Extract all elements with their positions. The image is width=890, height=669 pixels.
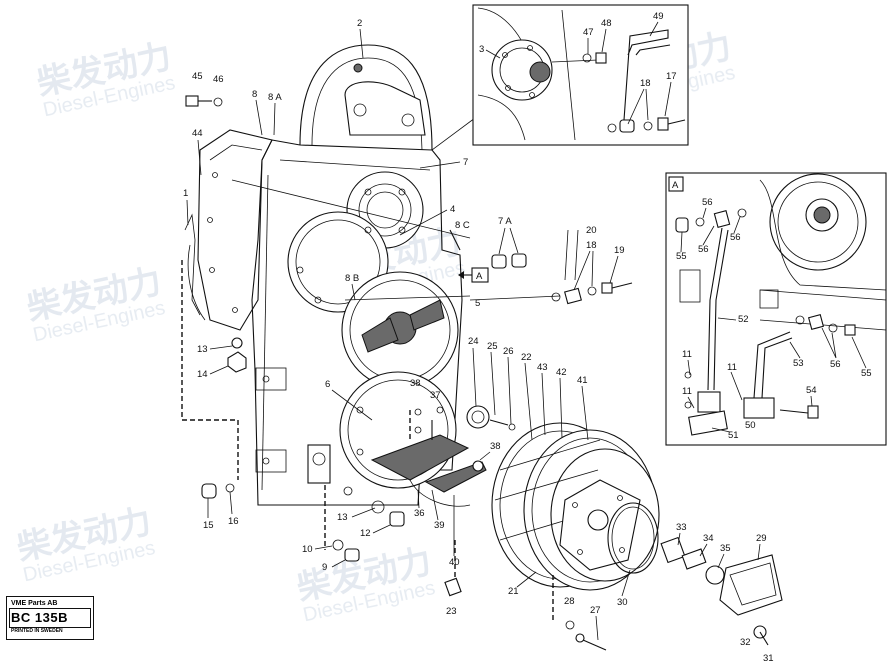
ref-marker-a: A [458,267,489,283]
callout-55a: 55 [676,251,687,262]
callout-56b: 56 [698,244,709,255]
callout-40: 40 [449,557,460,568]
callout-32: 32 [740,637,751,648]
callout-20: 20 [586,225,597,236]
callout-labels: 2 45 46 8 8 A 44 1 13 14 15 16 7 4 8 C 8… [183,11,872,664]
callout-49: 49 [653,11,664,22]
callout-5: 5 [475,298,480,309]
callout-27: 27 [590,605,601,616]
callout-16: 16 [228,516,239,527]
badge-note: PRINTED IN SWEDEN [11,628,63,634]
ref-marker-a-label: A [476,271,483,282]
callout-18a: 18 [640,78,651,89]
callout-17: 17 [666,71,677,82]
callout-1: 1 [183,188,188,199]
cover-plate-39 [370,434,470,481]
callout-37: 37 [430,390,441,401]
callout-25: 25 [487,341,498,352]
callout-11b: 11 [727,362,737,373]
callout-6: 6 [325,379,330,390]
document-badge: VME Parts AB BC 135B PRINTED IN SWEDEN [6,596,94,640]
callout-24: 24 [468,336,479,347]
callout-39: 39 [434,520,445,531]
callout-8b: 8 B [345,273,359,284]
badge-code-box [9,608,91,628]
callout-50: 50 [745,420,756,431]
callout-13b: 13 [337,512,348,523]
callout-36: 36 [414,508,425,519]
callout-47: 47 [583,27,594,38]
badge-code: BC 135B [11,610,68,625]
callout-42: 42 [556,367,567,378]
callout-23: 23 [446,606,457,617]
callout-22: 22 [521,352,532,363]
callout-11a: 11 [682,349,692,360]
callout-34: 34 [703,533,714,544]
guide-lines [231,117,561,301]
callout-30: 30 [617,597,628,608]
callout-11c: 11 [682,386,692,397]
callout-26: 26 [503,346,514,357]
callout-7: 7 [463,157,468,168]
callout-56a: 56 [702,197,713,208]
badge-publisher: VME Parts AB [11,600,58,607]
callout-38a: 38 [410,378,421,389]
callout-10: 10 [302,544,313,555]
plugs-and-washers [491,229,633,305]
callout-9: 9 [322,562,327,573]
detail-panel-a-title: A [672,180,679,191]
callout-8: 8 [252,89,257,100]
cover-plate-40 [424,461,487,493]
callout-51: 51 [728,430,739,441]
callout-2: 2 [357,18,362,29]
callout-41: 41 [577,375,588,386]
callout-13a: 13 [197,344,208,355]
callout-14: 14 [197,369,208,380]
callout-33: 33 [676,522,687,533]
o-ring-30 [607,502,659,574]
callout-4: 4 [450,204,455,215]
dashed-leaders [181,260,554,620]
inset-detail-top [472,4,689,146]
callout-48: 48 [601,18,612,29]
callout-18b: 18 [586,240,597,251]
callout-8a: 8 A [268,92,282,103]
callout-55b: 55 [861,368,872,379]
callout-56: 56 [830,359,841,370]
callout-35: 35 [720,543,731,554]
lower-right-parts [565,536,783,651]
callout-46: 46 [213,74,224,85]
callout-52: 52 [738,314,749,325]
callout-28: 28 [564,596,575,607]
callout-45: 45 [192,71,203,82]
callout-3: 3 [479,44,484,55]
callout-53: 53 [793,358,804,369]
callout-43: 43 [537,362,548,373]
callout-44: 44 [192,128,203,139]
fasteners-left [185,95,405,562]
callout-15: 15 [203,520,214,531]
callout-7a: 7 A [498,216,512,227]
callout-29: 29 [756,533,767,544]
callout-8c: 8 C [455,220,470,231]
callout-19: 19 [614,245,625,256]
shaft-parts [466,405,516,431]
detail-panel-a: A [665,172,887,446]
callout-21: 21 [508,586,519,597]
callout-54: 54 [806,385,817,396]
callout-38b: 38 [490,441,501,452]
callout-12: 12 [360,528,371,539]
callout-56c: 56 [730,232,741,243]
callout-31: 31 [763,653,774,664]
clutch-drum [491,422,660,591]
